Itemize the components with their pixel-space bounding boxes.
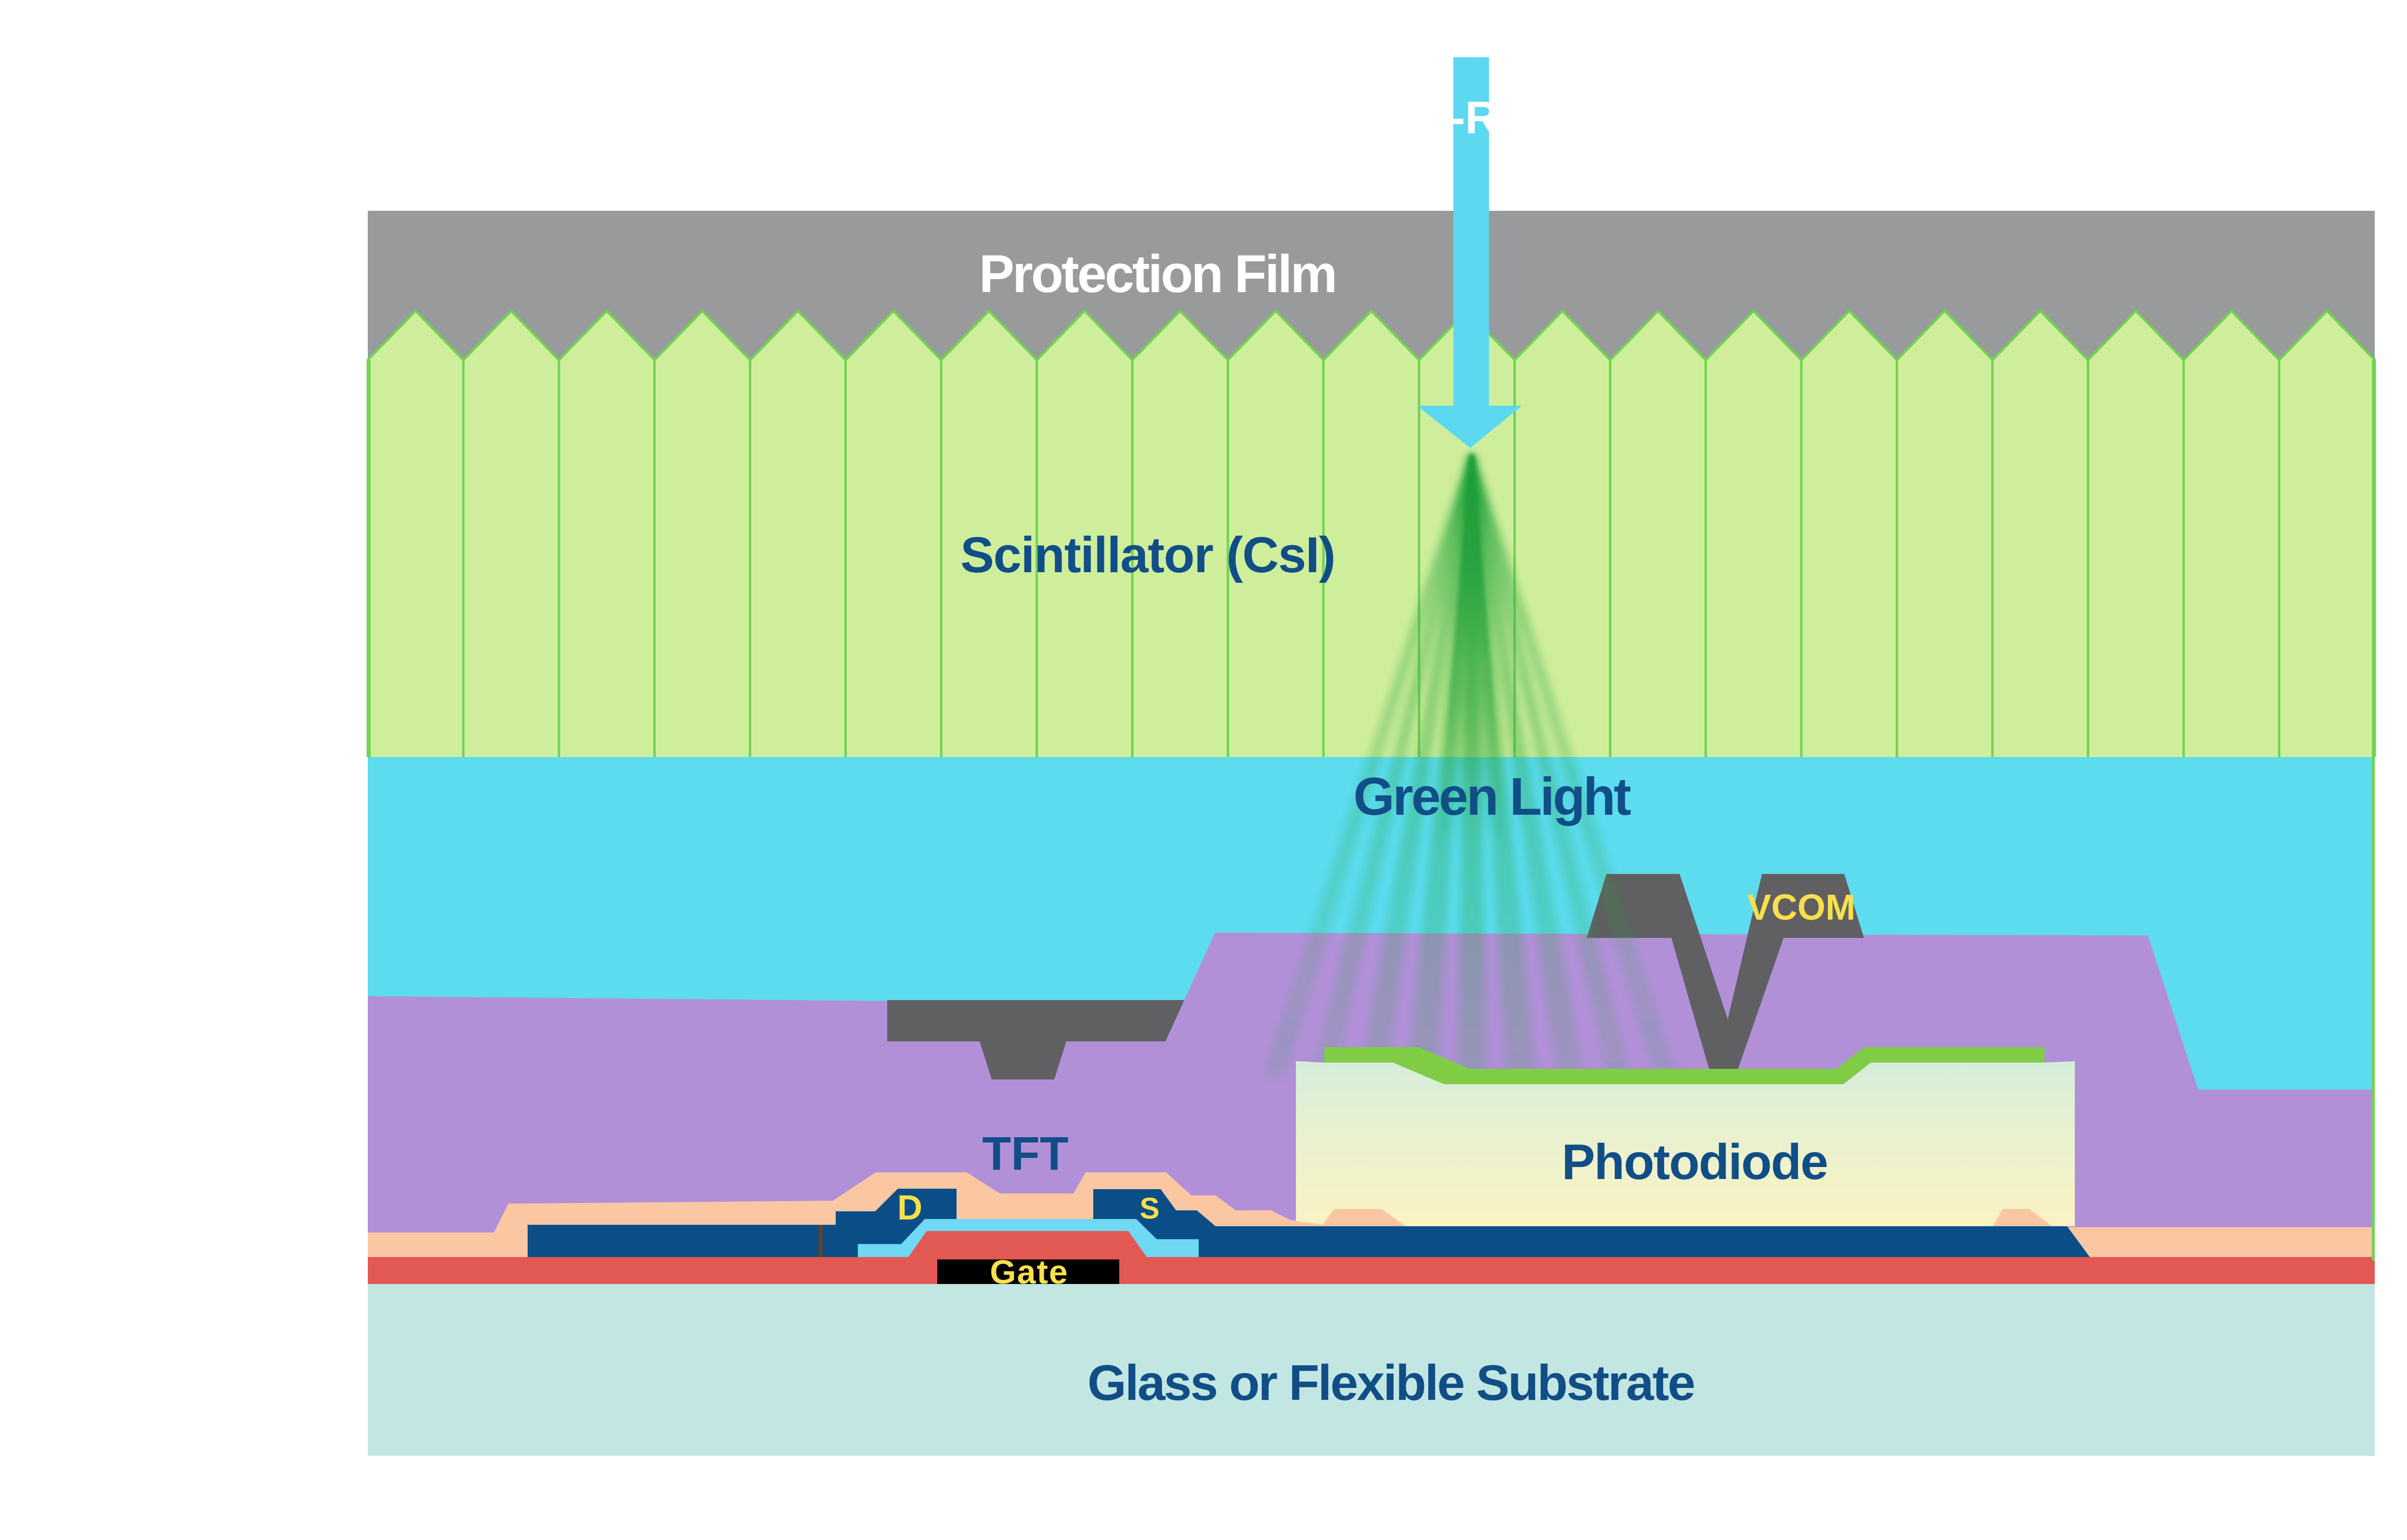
svg-text:TFT: TFT <box>982 1127 1069 1180</box>
svg-text:D: D <box>897 1189 922 1227</box>
svg-text:Photodiode: Photodiode <box>1562 1134 1827 1190</box>
svg-text:Scintillator (CsI): Scintillator (CsI) <box>960 527 1335 583</box>
svg-text:Glass or Flexible Substrate: Glass or Flexible Substrate <box>1087 1355 1694 1411</box>
svg-text:Protection Film: Protection Film <box>979 244 1336 304</box>
svg-text:Green Light: Green Light <box>1353 767 1631 826</box>
svg-text:Gate: Gate <box>990 1253 1069 1291</box>
svg-text:S: S <box>1139 1192 1159 1225</box>
svg-text:VCOM: VCOM <box>1747 887 1856 927</box>
svg-text:X-Ray: X-Ray <box>1419 92 1549 143</box>
